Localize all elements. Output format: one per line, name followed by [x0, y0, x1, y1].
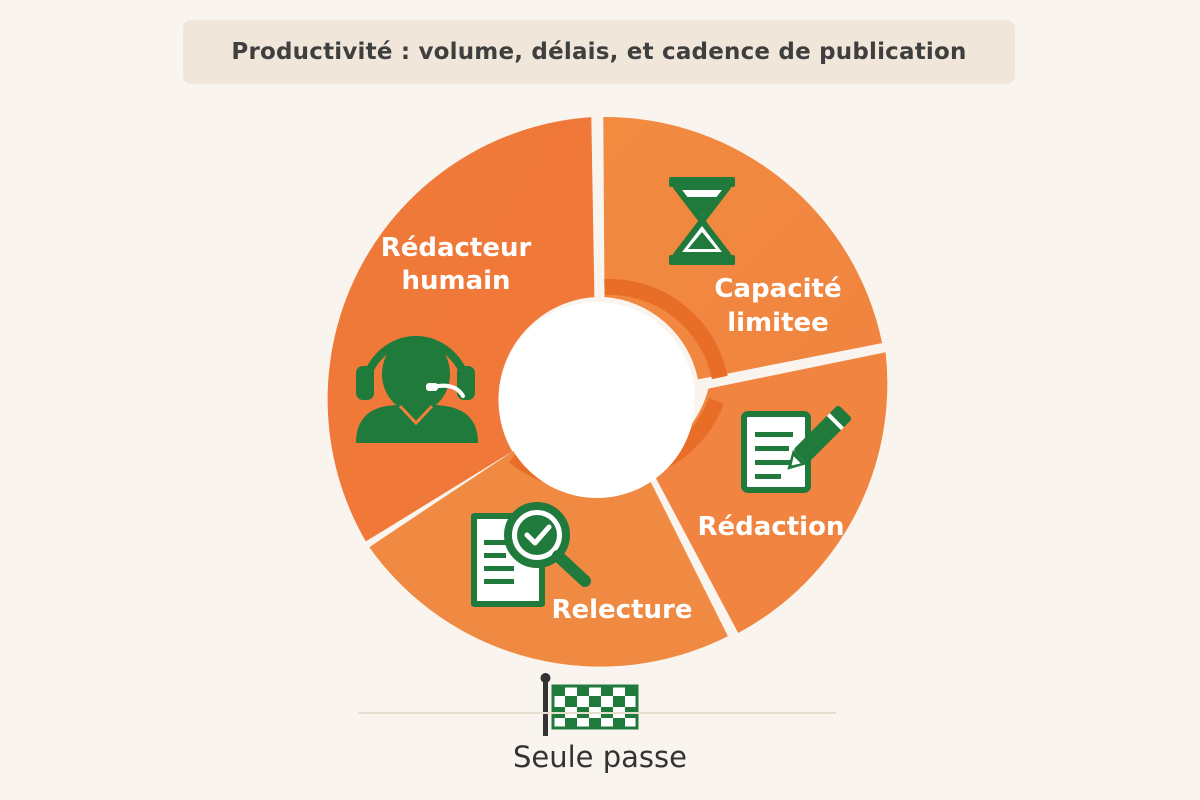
checkered-flag-icon	[540, 673, 639, 736]
segment-label-redacteur-line2: humain	[401, 266, 510, 296]
title-banner: Productivité : volume, délais, et cadenc…	[183, 20, 1015, 84]
segment-label-capacite-line1: Capacité	[714, 274, 841, 304]
footer-divider	[358, 712, 836, 714]
footer-label: Seule passe	[513, 740, 687, 774]
document-magnifier-check-icon	[471, 502, 591, 607]
inner-ring-accent	[604, 278, 728, 380]
document-pencil-icon	[741, 405, 852, 493]
segment-label-relecture: Relecture	[551, 595, 692, 625]
segment-label-capacite-line2: limitee	[727, 308, 829, 338]
hourglass-icon	[669, 177, 735, 265]
segment-label-redacteur-line1: Rédacteur	[381, 233, 532, 263]
page-title: Productivité : volume, délais, et cadenc…	[231, 39, 967, 65]
headset-user-icon	[356, 336, 478, 443]
donut-hole	[499, 302, 695, 498]
segment-label-redaction: Rédaction	[698, 512, 845, 542]
